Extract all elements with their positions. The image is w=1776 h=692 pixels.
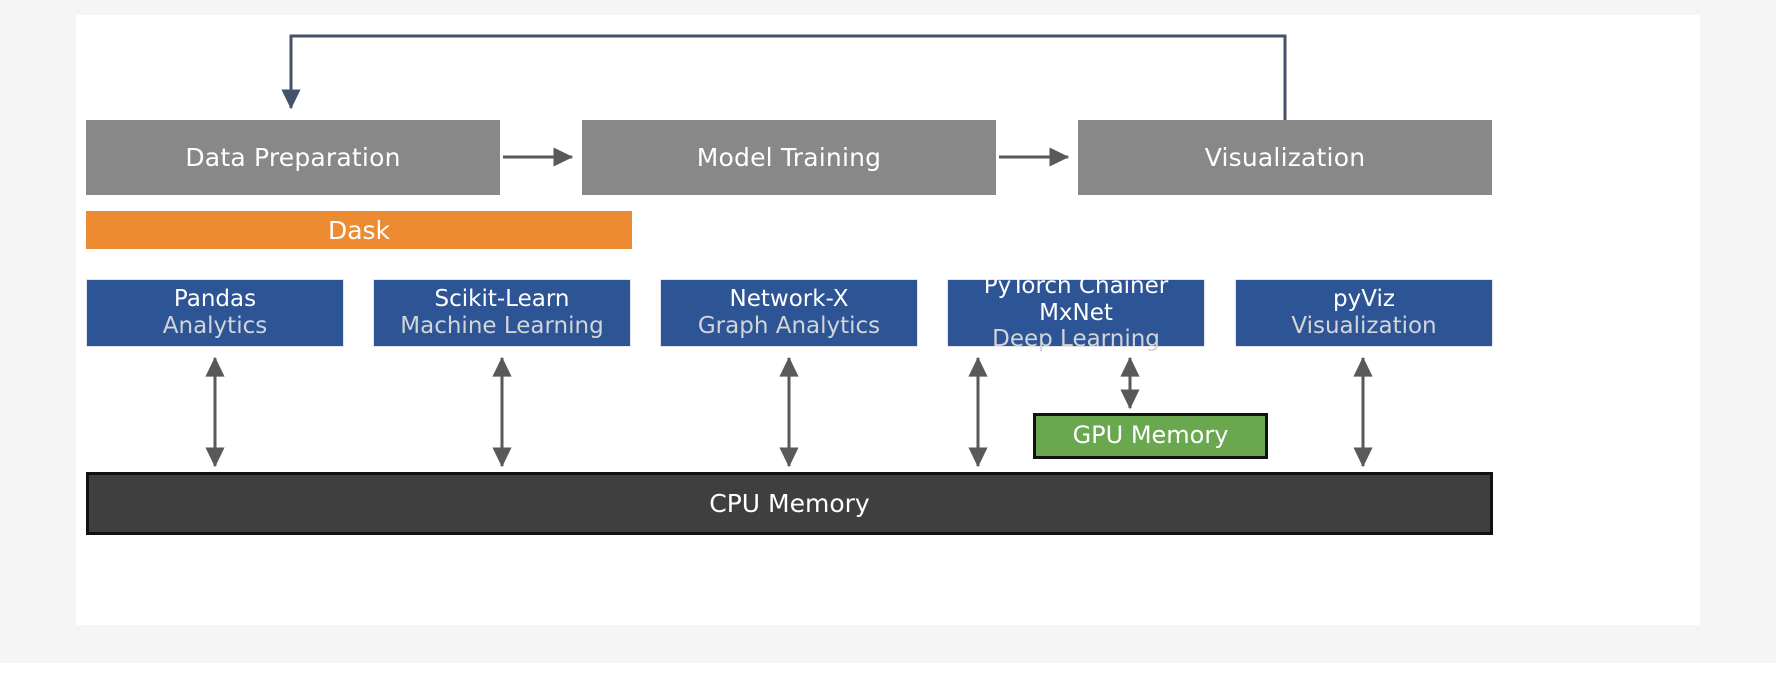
stage-box-model-training[interactable]: Model Training: [582, 120, 996, 195]
library-subtitle-scikit-learn: Machine Learning: [400, 313, 604, 339]
library-title-deep-learning: PyTorch Chainer MxNet: [983, 273, 1169, 326]
cpu-memory-label: CPU Memory: [709, 489, 870, 518]
library-box-scikit-learn[interactable]: Scikit-Learn Machine Learning: [373, 279, 631, 347]
library-title-pandas: Pandas: [173, 286, 257, 313]
cpu-memory-box[interactable]: CPU Memory: [86, 472, 1493, 535]
library-subtitle-deep-learning: Deep Learning: [992, 326, 1160, 353]
stage-label-data-preparation: Data Preparation: [185, 143, 401, 172]
stage-box-data-preparation[interactable]: Data Preparation: [86, 120, 500, 195]
gpu-memory-label: GPU Memory: [1072, 421, 1229, 450]
dask-band[interactable]: Dask: [86, 211, 632, 249]
stage-label-visualization: Visualization: [1204, 143, 1366, 172]
library-box-pandas[interactable]: Pandas Analytics: [86, 279, 344, 347]
gpu-memory-box[interactable]: GPU Memory: [1033, 413, 1268, 459]
stage-box-visualization[interactable]: Visualization: [1078, 120, 1492, 195]
library-subtitle-pyviz: Visualization: [1291, 313, 1437, 339]
library-box-deep-learning[interactable]: PyTorch Chainer MxNet Deep Learning: [947, 273, 1205, 352]
stage-label-model-training: Model Training: [696, 143, 882, 172]
library-title-scikit-learn: Scikit-Learn: [434, 286, 570, 313]
library-subtitle-pandas: Analytics: [162, 313, 268, 339]
library-box-pyviz[interactable]: pyViz Visualization: [1235, 279, 1493, 347]
library-title-pyviz: pyViz: [1333, 286, 1395, 313]
library-box-network-x[interactable]: Network-X Graph Analytics: [660, 279, 918, 347]
library-title-network-x: Network-X: [729, 286, 849, 313]
dask-label: Dask: [327, 215, 391, 245]
arrow-visualization-to-data-preparation: [281, 34, 1287, 120]
library-subtitle-network-x: Graph Analytics: [697, 313, 881, 339]
